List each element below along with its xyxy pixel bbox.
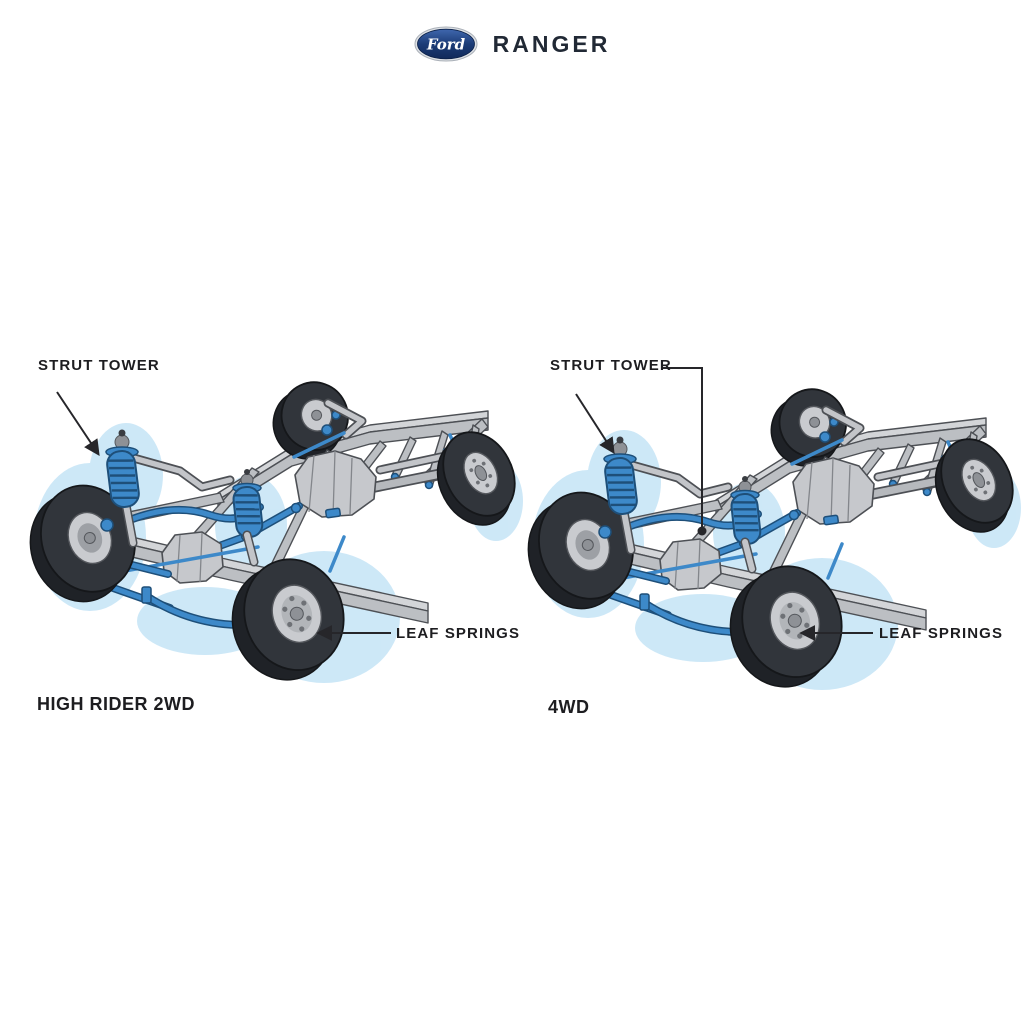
chassis-illustration-2wd — [14, 371, 532, 693]
model-wordmark: RANGER — [492, 30, 611, 57]
leader-end-dot — [697, 526, 707, 536]
caption-4wd: 4WD — [548, 697, 590, 717]
leaf-springs-label-left: LEAF SPRINGS — [396, 625, 521, 642]
ford-script-text: Ford — [426, 36, 466, 54]
leaf-springs-label-right: LEAF SPRINGS — [879, 625, 1004, 642]
strut-tower-label-left: STRUT TOWER — [38, 357, 160, 374]
strut-tower-label-right: STRUT TOWER — [550, 357, 672, 374]
ford-logo-icon: Ford — [414, 26, 478, 62]
strut-tower-arrow-right — [575, 393, 615, 455]
chassis-illustration-4wd — [512, 378, 1024, 700]
caption-high-rider-2wd: HIGH RIDER 2WD — [37, 694, 196, 714]
header: Ford RANGER — [0, 26, 1024, 62]
strut-tower-arrow-left — [56, 391, 100, 456]
strut-tower-elbow-leader-right — [662, 367, 703, 527]
